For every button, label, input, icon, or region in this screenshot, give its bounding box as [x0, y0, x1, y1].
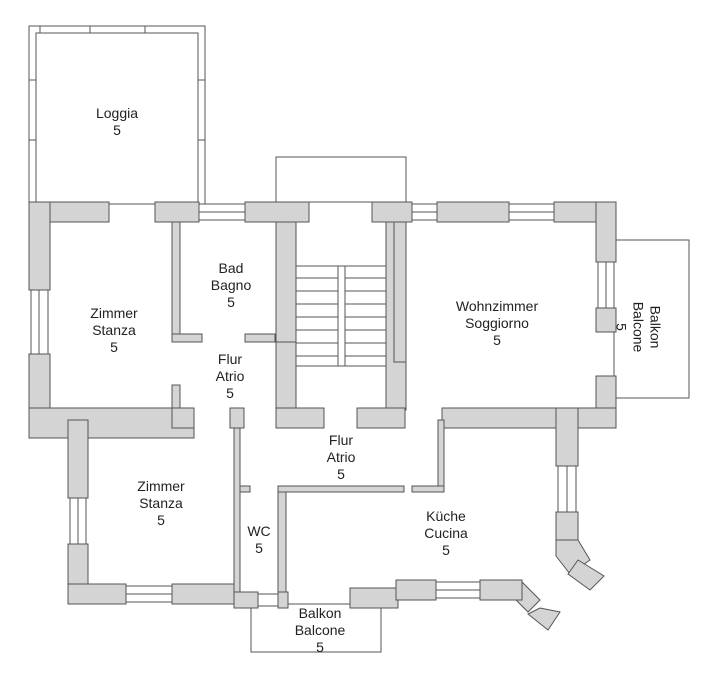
balcony-right-outline [613, 239, 690, 399]
room-flur-1-name-it: Atrio [215, 368, 245, 384]
room-flur-1-area: 5 [226, 385, 234, 401]
room-balkon-bottom-name-it: Balcone [294, 622, 346, 638]
room-flur-2-name-it: Atrio [326, 449, 356, 465]
room-zimmer-2-name-de: Zimmer [137, 478, 185, 494]
stair-landing-outline [275, 156, 407, 203]
room-loggia: Loggia 5 [96, 105, 138, 139]
room-zimmer-1-name-it: Stanza [92, 322, 136, 338]
room-bad-name-it: Bagno [210, 277, 252, 293]
balcony-bottom-outline [250, 603, 382, 653]
staircase [295, 265, 387, 367]
loggia-frame [28, 25, 206, 205]
room-wohnzimmer: Wohnzimmer Soggiorno 5 [456, 298, 538, 349]
room-flur-1: Flur Atrio 5 [216, 351, 245, 402]
room-balkon-right-name-it: Balcone [630, 301, 647, 353]
room-flur-2: Flur Atrio 5 [327, 432, 356, 483]
room-balkon-bottom-name-de: Balkon [298, 605, 342, 621]
room-kueche-name-it: Cucina [424, 525, 468, 541]
room-kueche-area: 5 [442, 542, 450, 558]
room-flur-2-area: 5 [337, 466, 345, 482]
room-wc-area: 5 [255, 540, 263, 556]
walls [28, 201, 617, 631]
room-kueche: Küche Cucina 5 [424, 508, 468, 559]
room-loggia-name: Loggia [95, 105, 139, 121]
room-zimmer-1-name-de: Zimmer [90, 305, 138, 321]
room-balkon-bottom: Balkon Balcone 5 [295, 605, 346, 656]
room-loggia-area: 5 [113, 122, 121, 138]
room-wohnzimmer-name-de: Wohnzimmer [455, 298, 539, 314]
room-balkon-right-area: 5 [613, 323, 630, 331]
room-balkon-right: Balkon Balcone 5 [613, 302, 664, 353]
windows [30, 203, 615, 607]
room-bad-name-de: Bad [218, 260, 244, 276]
room-zimmer-1: Zimmer Stanza 5 [90, 305, 137, 356]
room-wc: WC 5 [247, 523, 270, 557]
room-wc-name: WC [247, 523, 271, 539]
room-balkon-bottom-area: 5 [316, 639, 324, 655]
room-bad: Bad Bagno 5 [211, 260, 251, 311]
room-zimmer-2-name-it: Stanza [139, 495, 183, 511]
room-wohnzimmer-name-it: Soggiorno [465, 315, 529, 331]
room-balkon-right-name-de: Balkon [647, 305, 664, 349]
room-zimmer-1-area: 5 [110, 339, 118, 355]
room-flur-1-name-de: Flur [217, 351, 243, 367]
room-wohnzimmer-area: 5 [493, 332, 501, 348]
room-zimmer-2-area: 5 [157, 512, 165, 528]
room-flur-2-name-de: Flur [328, 432, 354, 448]
room-bad-area: 5 [227, 294, 235, 310]
room-kueche-name-de: Küche [426, 508, 466, 524]
room-zimmer-2: Zimmer Stanza 5 [137, 478, 184, 529]
